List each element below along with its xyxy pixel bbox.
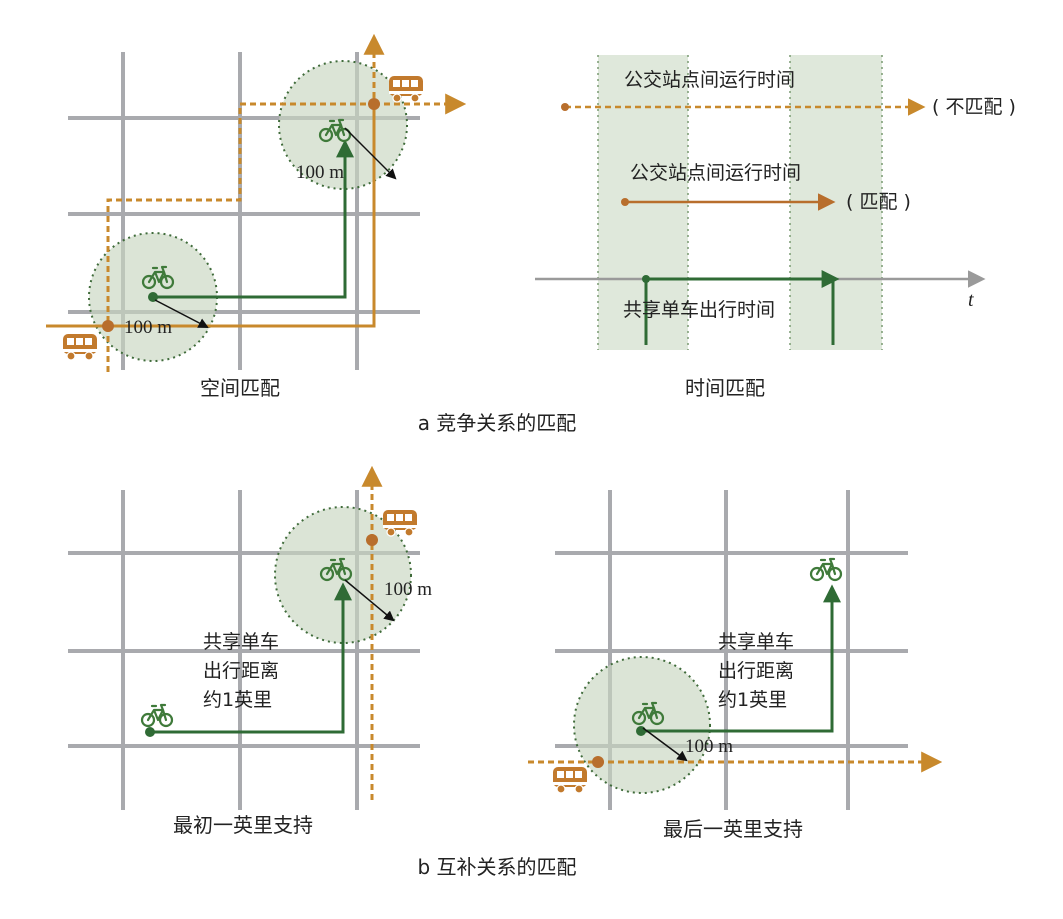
distance-label: 共享单车	[203, 631, 279, 653]
bike-route	[641, 584, 841, 733]
temporal-matching-panel: 公交站点间运行时间 ( 不匹配 ) 公交站点间运行时间 ( 匹配 ) 共享单车出…	[535, 55, 1016, 400]
street-grid	[555, 490, 908, 810]
bike-route	[150, 582, 352, 734]
radius-arrow	[642, 727, 688, 762]
spatial-matching-panel: 100 m 100 m 空间匹配	[46, 33, 467, 400]
bus-route-solid	[46, 104, 376, 328]
axis-label: t	[968, 289, 974, 311]
bus-time-start	[561, 103, 569, 111]
panel-subtitle: 最初一英里支持	[173, 813, 313, 837]
bus-stop	[592, 756, 604, 768]
first-mile-panel: 100 m 共享单车 出行距离 约1英里 最初一英里支持	[68, 465, 432, 837]
panel-subtitle: 空间匹配	[200, 376, 280, 400]
match-label: ( 匹配 )	[846, 191, 911, 213]
bicycle-icon	[809, 557, 843, 582]
buffer-circle	[573, 656, 711, 794]
bike-start-dot	[636, 726, 646, 736]
figure-caption-b: b 互补关系的匹配	[417, 855, 576, 879]
bus-icon	[552, 766, 588, 794]
radius-label: 100 m	[296, 162, 344, 183]
last-mile-panel: 100 m 共享单车 出行距离 约1英里 最后一英里支持	[528, 490, 943, 841]
bus-time-match-start	[621, 198, 629, 206]
figure-caption-a: a 竞争关系的匹配	[418, 411, 577, 435]
radius-arrow	[344, 579, 395, 622]
panel-subtitle: 时间匹配	[685, 376, 765, 400]
bus-stop-bottom	[102, 320, 114, 332]
distance-label: 出行距离	[718, 660, 794, 682]
bike-route	[153, 139, 354, 299]
bus-icon	[62, 333, 98, 361]
bike-time-label: 共享单车出行时间	[623, 299, 775, 321]
bus-icon	[382, 509, 418, 537]
bus-stop	[366, 534, 378, 546]
bus-route-dashed	[106, 33, 385, 372]
distance-label: 约1英里	[718, 689, 787, 711]
bike-start-dot	[145, 727, 155, 737]
bike-time-start	[642, 275, 650, 283]
radius-label: 100 m	[124, 317, 172, 338]
bus-time-label: 公交站点间运行时间	[624, 69, 795, 91]
radius-arrow	[154, 299, 209, 328]
mismatch-label: ( 不匹配 )	[932, 96, 1016, 118]
panel-subtitle: 最后一英里支持	[663, 817, 803, 841]
bicycle-icon	[140, 703, 174, 728]
radius-arrow	[344, 127, 397, 180]
bus-icon	[388, 75, 424, 103]
bus-stop-top	[368, 98, 380, 110]
distance-label: 出行距离	[203, 660, 279, 682]
bus-time-label: 公交站点间运行时间	[630, 162, 801, 184]
distance-label: 约1英里	[203, 689, 272, 711]
radius-label: 100 m	[685, 736, 733, 757]
radius-label: 100 m	[384, 579, 432, 600]
distance-label: 共享单车	[718, 631, 794, 653]
